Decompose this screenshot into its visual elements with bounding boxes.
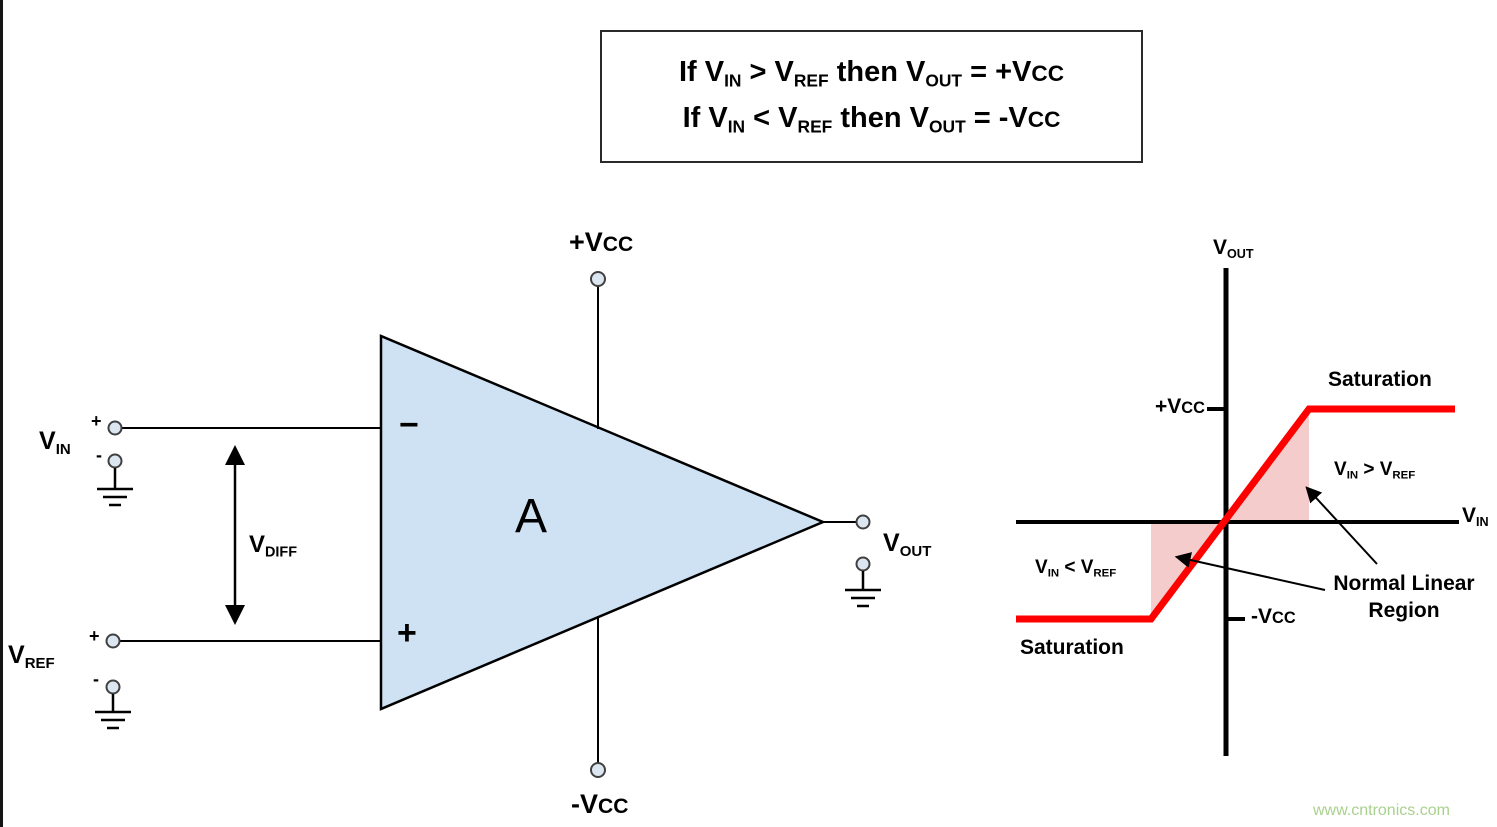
opamp-triangle — [379, 334, 827, 711]
vcc-pos-label: +VCC — [569, 227, 634, 257]
pointer-arrow-lower — [1174, 552, 1326, 591]
graph-x-axis-label: VIN — [1462, 504, 1489, 530]
graph-y-axis-label: VOUT — [1213, 236, 1254, 262]
vin-label: VIN — [39, 427, 71, 458]
vref-ground-symbol — [95, 694, 131, 730]
rule-line-1: If VIN > VREF then VOUT = +VCC — [678, 55, 1065, 91]
vout-terminal — [855, 514, 871, 530]
comparator-rule-box: If VIN > VREF then VOUT = +VCC If VIN < … — [600, 30, 1143, 163]
vout-ground-terminal — [855, 556, 871, 572]
opamp-gain-label: A — [515, 490, 548, 543]
opamp-noninverting-input-sign: + — [397, 614, 417, 652]
vcc-pos-terminal — [590, 271, 606, 287]
transfer-curve — [1016, 405, 1455, 623]
saturation-top-label: Saturation — [1328, 368, 1432, 391]
region-left-condition-label: VIN < VREF — [1035, 557, 1117, 580]
vin-minus-sign: - — [96, 445, 102, 465]
vout-ground-symbol — [845, 571, 881, 608]
vin-plus-sign: + — [91, 411, 102, 431]
saturation-bottom-label: Saturation — [1020, 636, 1124, 659]
vref-plus-sign: + — [89, 626, 100, 646]
rule-line-2: If VIN < VREF then VOUT = -VCC — [682, 101, 1061, 137]
vcc-neg-label: -VCC — [571, 789, 629, 819]
vref-plus-terminal — [105, 633, 121, 649]
vref-minus-terminal — [105, 679, 121, 695]
vin-plus-terminal — [107, 420, 123, 436]
vref-label: VREF — [8, 641, 55, 672]
vin-minus-terminal — [107, 453, 123, 469]
normal-linear-region-label: Normal Linear Region — [1333, 572, 1475, 622]
vref-minus-sign: - — [93, 669, 99, 689]
vdiff-label: VDIFF — [249, 531, 297, 561]
vout-label: VOUT — [883, 529, 932, 560]
vcc-neg-terminal — [590, 762, 606, 778]
graph-pos-vcc-label: +VCC — [1155, 395, 1205, 418]
pointer-arrow-upper — [1305, 486, 1378, 565]
graph-neg-vcc-label: -VCC — [1251, 605, 1296, 628]
opamp-inverting-input-sign: − — [399, 406, 419, 444]
vin-ground-symbol — [97, 468, 133, 507]
diagram-shapes — [95, 268, 1459, 778]
region-right-condition-label: VIN > VREF — [1334, 459, 1416, 482]
watermark: www.cntronics.com — [1313, 802, 1450, 819]
